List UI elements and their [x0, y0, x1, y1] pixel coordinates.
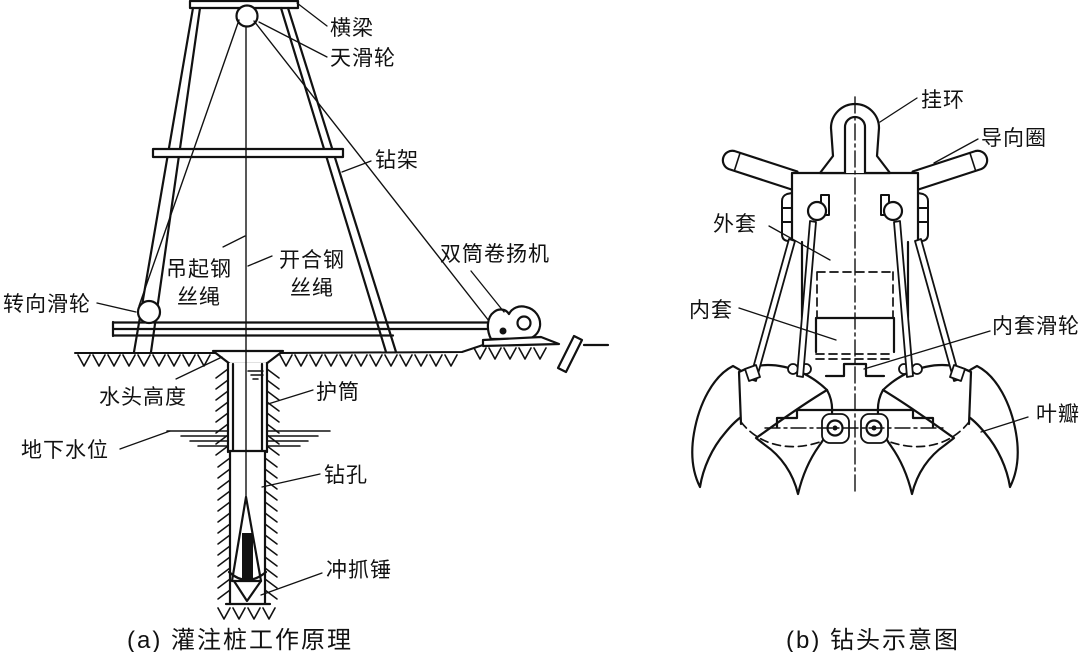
- guide-arm-right: [911, 149, 989, 191]
- side-knuckles: [781, 192, 929, 242]
- leader-winch: [470, 270, 505, 313]
- casing-funnel: [211, 349, 285, 366]
- guide-arm-right-cap: [969, 152, 977, 172]
- label-open-close-wire-rope: 开合钢丝绳: [279, 249, 345, 300]
- connecting-rods: [744, 220, 966, 382]
- rod-outer-left: [749, 238, 796, 382]
- inner-sleeve-hidden: [816, 271, 894, 319]
- caption-figure-b: (b) 钻头示意图: [786, 627, 960, 652]
- bucket-hidden-arc-right: [889, 421, 970, 448]
- winch-body: [486, 305, 542, 341]
- leader-crown-pulley: [258, 21, 328, 58]
- leaders-a: [96, 2, 505, 596]
- impact-grab-hammer: [227, 495, 268, 603]
- casing-and-borehole: [211, 349, 285, 620]
- guide-arms: [721, 149, 989, 191]
- label-groundwater-level: 地下水位: [21, 439, 109, 462]
- hinge-assembly: [764, 408, 946, 444]
- label-cross-beam: 横梁: [330, 17, 374, 40]
- winch-ground-hatch: [473, 347, 547, 360]
- label-impact-grab-hammer: 冲抓锤: [326, 559, 392, 582]
- figure-a-drawing: [74, 0, 610, 620]
- rod-tip-right: [949, 364, 966, 382]
- anchor-stake: [556, 334, 584, 374]
- guide-arm-left-cap: [733, 152, 741, 172]
- caption-figure-a: (a) 灌注桩工作原理: [127, 627, 353, 652]
- crown-pulley: [235, 4, 259, 28]
- figure-b-drawing: [691, 96, 1029, 496]
- winch-axle: [499, 327, 507, 335]
- rod-inner-left: [796, 220, 817, 378]
- winch-rope: [253, 20, 490, 322]
- label-outer-sleeve: 外套: [713, 213, 757, 236]
- leader-outer-sleeve: [768, 225, 831, 261]
- claw-petals: [691, 363, 1019, 496]
- turning-pulley: [136, 299, 162, 325]
- leader-hoist-rope: [222, 235, 246, 248]
- middle-crossbar: [151, 147, 345, 159]
- label-crown-pulley: 天滑轮: [330, 47, 396, 70]
- leader-leaf-petal: [980, 416, 1029, 433]
- ground-hatch-left: [77, 354, 211, 367]
- leader-inner-sleeve-pulley: [863, 330, 991, 370]
- derrick-legs: [132, 6, 398, 354]
- rod-outer-right: [914, 238, 961, 382]
- keyhole-pivots: [806, 194, 904, 222]
- ropes: [138, 19, 490, 498]
- casing-walls: [226, 361, 269, 454]
- derrick: [111, 0, 492, 354]
- label-guide-ring: 导向圈: [981, 127, 1047, 150]
- pivot-pin-dot: [832, 425, 838, 431]
- leader-borehole: [261, 473, 321, 488]
- label-casing: 护筒: [316, 381, 360, 404]
- label-leaf-petal: 叶瓣: [1036, 403, 1080, 426]
- label-water-head-height: 水头高度: [99, 386, 187, 409]
- ground-hatch-right: [279, 354, 458, 367]
- guide-arm-left: [721, 149, 799, 191]
- bucket-hidden-arc-left: [740, 421, 821, 448]
- leader-casing: [267, 389, 314, 405]
- leader-hanging-ring: [879, 97, 918, 123]
- label-inner-sleeve-pulley: 内套滑轮: [992, 315, 1080, 338]
- hammer-claw: [227, 570, 268, 603]
- leader-groundwater: [119, 430, 171, 450]
- double-drum-winch: [473, 305, 610, 374]
- winch-drum: [516, 315, 532, 331]
- label-borehole: 钻孔: [324, 464, 368, 487]
- leader-turning-pulley: [96, 302, 137, 313]
- bucket-left-edge: [737, 364, 829, 426]
- casing-interior: [228, 363, 267, 452]
- label-hanging-ring: 挂环: [921, 89, 965, 112]
- leader-drill-frame: [341, 160, 372, 173]
- label-inner-sleeve: 内套: [689, 299, 733, 322]
- base-beam: [111, 320, 492, 338]
- ground-line-right: [277, 343, 487, 354]
- outer-sleeve-walls: [800, 240, 910, 320]
- leaders-b: [738, 97, 1029, 433]
- label-drill-frame: 钻架: [375, 149, 419, 172]
- label-hoist-wire-rope: 吊起钢丝绳: [166, 258, 232, 309]
- bucket-right-edge: [881, 364, 973, 426]
- winch-base-plate: [481, 335, 561, 348]
- ground: [74, 343, 487, 367]
- label-double-drum-winch: 双筒卷扬机: [440, 243, 550, 266]
- label-turning-pulley: 转向滑轮: [3, 293, 91, 316]
- leader-water-head: [175, 356, 223, 380]
- leader-open-close-rope: [247, 255, 273, 267]
- leader-guide-ring: [933, 138, 979, 164]
- inner-sleeve-pulley-profile: [824, 362, 886, 378]
- hoist-rope: [138, 19, 240, 307]
- rod-tip-left: [744, 364, 761, 382]
- leader-inner-sleeve: [738, 307, 837, 341]
- borehole-bottom-hatch: [217, 607, 276, 620]
- soil-ticks-left: [215, 368, 231, 600]
- leader-cross-beam: [296, 2, 328, 27]
- leader-hammer: [260, 572, 323, 596]
- rod-inner-right: [893, 220, 914, 378]
- soil-ticks-right: [264, 368, 280, 600]
- water-level-marks: [247, 370, 264, 380]
